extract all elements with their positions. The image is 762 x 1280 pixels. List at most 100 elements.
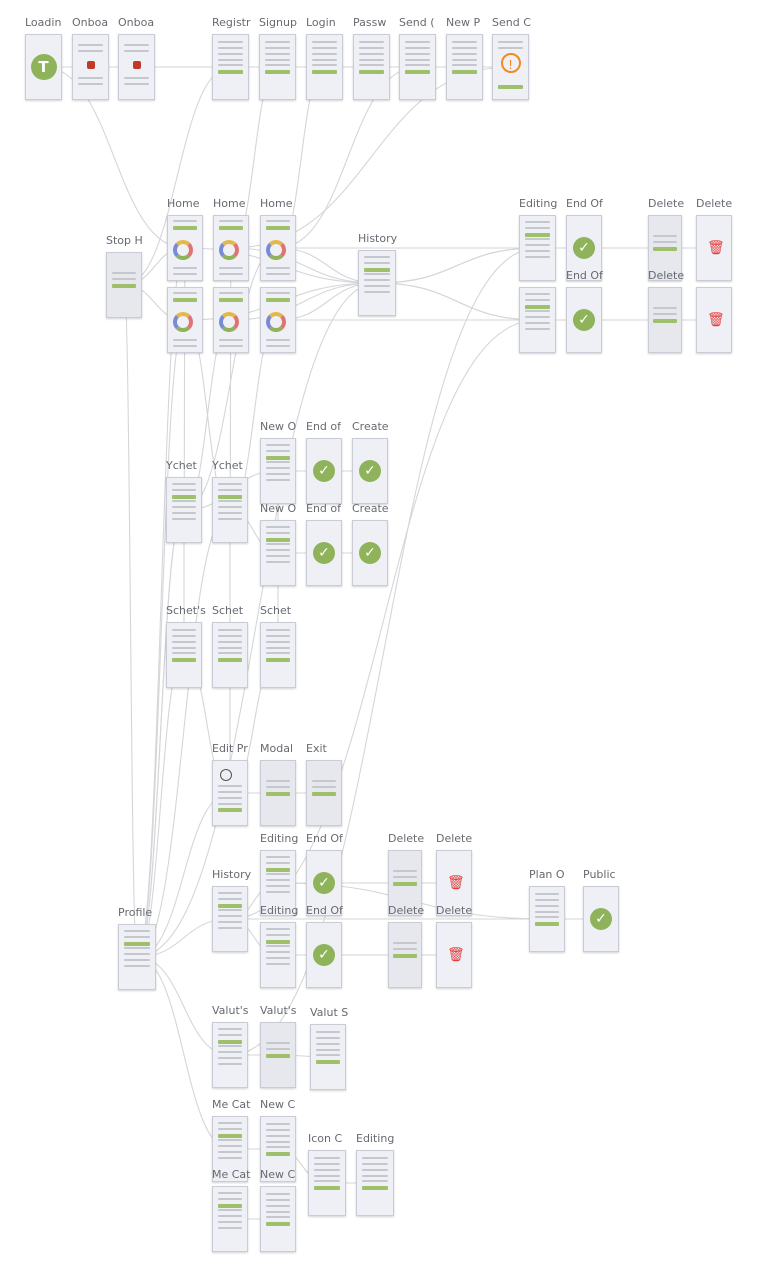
screen-frame-trash[interactable]: 🗑 [436, 850, 472, 916]
placeholder-line [265, 537, 291, 542]
screen-frame-form[interactable] [353, 34, 390, 100]
placeholder-line [217, 791, 243, 794]
placeholder-line [264, 52, 291, 55]
placeholder-line [124, 964, 150, 967]
screen-frame-form[interactable] [260, 1186, 296, 1252]
screen-frame-list[interactable] [212, 1022, 248, 1088]
screen-frame-modal[interactable] [648, 287, 682, 353]
screen-frame-chart[interactable] [213, 215, 249, 281]
screen-frame-form[interactable] [260, 1116, 296, 1182]
screen-frame-logo[interactable]: T [25, 34, 62, 100]
placeholder-line [217, 70, 244, 75]
screen-frame-check[interactable]: ✓ [566, 287, 602, 353]
screen-frame-list[interactable] [118, 924, 156, 990]
placeholder-line [217, 646, 243, 649]
screen-frame-chart[interactable] [260, 215, 296, 281]
placeholder-line [404, 47, 431, 50]
screen-frame-modal[interactable] [648, 215, 682, 281]
screen-frame-form[interactable] [306, 34, 343, 100]
placeholder-line [534, 910, 560, 913]
screen-frame-form[interactable] [260, 622, 296, 688]
screen-frame-list[interactable] [260, 850, 296, 916]
placeholder-line [404, 64, 431, 67]
placeholder-line [218, 291, 244, 294]
screen-frame-modal[interactable] [388, 850, 422, 916]
screen-frame-modal[interactable] [306, 760, 342, 826]
placeholder-line [124, 941, 150, 946]
donut-chart-thumbnail [172, 240, 193, 261]
screen-frame-check[interactable]: ✓ [306, 922, 342, 988]
screen-frame-check[interactable]: ✓ [352, 520, 388, 586]
placeholder-line [217, 1045, 243, 1048]
screen-title: Home [167, 197, 200, 210]
screen-frame-check[interactable]: ✓ [306, 520, 342, 586]
screen-frame-form[interactable] [310, 1024, 346, 1090]
screen-frame-modal[interactable] [260, 1022, 296, 1088]
placeholder-line [311, 52, 338, 55]
screen-frame-list[interactable] [260, 922, 296, 988]
screen-frame-chart[interactable] [167, 215, 203, 281]
screen-frame-onboard[interactable] [72, 34, 109, 100]
placeholder-line [265, 658, 291, 663]
screen-frame-form[interactable] [212, 34, 249, 100]
screen-title: Exit [306, 742, 327, 755]
screen-title: Profile [118, 906, 153, 919]
screen-frame-check[interactable]: ✓ [306, 850, 342, 916]
screen-frame-check[interactable]: ✓ [352, 438, 388, 504]
screen-frame-form[interactable] [212, 622, 248, 688]
screen-frame-modal[interactable] [260, 760, 296, 826]
screen-title: End Of [306, 832, 343, 845]
screen-title: Passw [353, 16, 387, 29]
donut-chart-thumbnail [218, 240, 239, 261]
screen-frame-list[interactable] [166, 477, 202, 543]
screen-frame-list[interactable] [260, 520, 296, 586]
screen-frame-list[interactable] [519, 215, 556, 281]
screen-frame-list[interactable] [260, 438, 296, 504]
screen-frame-form[interactable] [529, 886, 565, 952]
connection-line [277, 66, 418, 249]
screen-frame-trash[interactable]: 🗑 [696, 287, 732, 353]
screen-frame-form[interactable] [166, 622, 202, 688]
screen-frame-form[interactable] [399, 34, 436, 100]
screen-frame-check[interactable]: ✓ [306, 438, 342, 504]
screen-frame-form[interactable] [259, 34, 296, 100]
screen-frame-chart[interactable] [260, 287, 296, 353]
screen-frame-profile[interactable] [212, 760, 248, 826]
screen-frame-list[interactable] [212, 886, 248, 952]
screen-frame-modal[interactable] [388, 922, 422, 988]
screen-title: Schet [260, 604, 292, 617]
screen-title: End of [306, 420, 342, 433]
placeholder-line [265, 549, 291, 552]
screen-frame-list[interactable] [212, 1186, 248, 1252]
placeholder-line [265, 1134, 291, 1137]
screen-frame-warn[interactable]: ! [492, 34, 529, 100]
placeholder-line [393, 947, 417, 950]
screen-frame-check[interactable]: ✓ [583, 886, 619, 952]
screen-frame-list[interactable] [212, 477, 248, 543]
screen-frame-form[interactable] [446, 34, 483, 100]
screen-frame-list[interactable] [212, 1116, 248, 1182]
screen-frame-check[interactable]: ✓ [566, 215, 602, 281]
screen-frame-trash[interactable]: 🗑 [436, 922, 472, 988]
placeholder-line [404, 70, 431, 75]
placeholder-line [265, 531, 291, 534]
screen-frame-trash[interactable]: 🗑 [696, 215, 732, 281]
placeholder-line [265, 640, 291, 643]
placeholder-line [265, 1193, 291, 1196]
screen-frame-modal[interactable] [106, 252, 142, 318]
screen-frame-list[interactable] [358, 250, 396, 316]
placeholder-line [315, 1048, 341, 1051]
placeholder-line [364, 284, 390, 287]
screen-frame-chart[interactable] [167, 287, 203, 353]
placeholder-line [123, 49, 150, 52]
screen-title: Login [306, 16, 336, 29]
screen-frame-onboard[interactable] [118, 34, 155, 100]
screen-frame-form[interactable] [308, 1150, 346, 1216]
screen-frame-list[interactable] [519, 287, 556, 353]
placeholder-line [451, 64, 478, 67]
screen-title: Delete [696, 197, 733, 210]
screen-frame-chart[interactable] [213, 287, 249, 353]
screen-title: Home [213, 197, 246, 210]
screen-frame-form[interactable] [356, 1150, 394, 1216]
